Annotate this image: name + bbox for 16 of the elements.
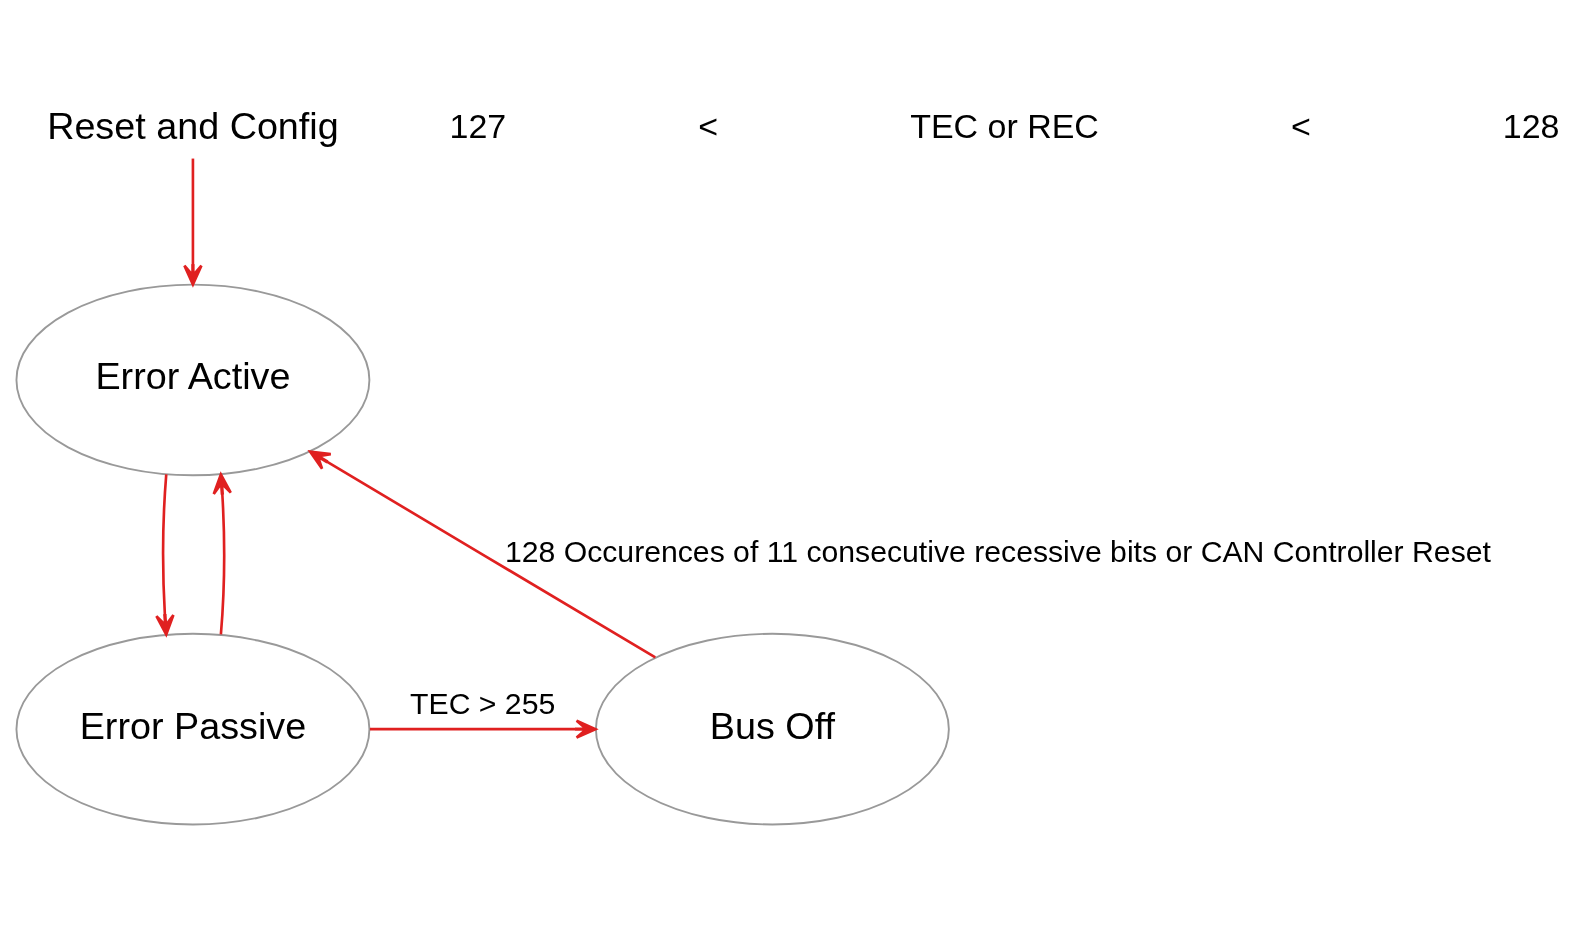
edge-label: 128 Occurences of 11 consecutive recessive bits or CAN Controller Reset xyxy=(504,534,1491,568)
arrow xyxy=(183,158,203,286)
node-text: Reset and Config xyxy=(47,105,339,148)
arrow xyxy=(212,473,233,635)
label: 127 xyxy=(449,107,507,146)
label: < xyxy=(698,107,719,146)
arrow xyxy=(369,719,597,739)
label: < xyxy=(1290,107,1311,146)
edge-label: TEC > 255 xyxy=(410,686,556,720)
label: TEC or REC xyxy=(910,107,1099,146)
node-ellipse: Bus Off xyxy=(594,632,950,826)
label: 128 xyxy=(1502,107,1560,146)
node-ellipse: Error Active xyxy=(15,283,371,477)
arrow xyxy=(308,450,656,659)
node-ellipse: Error Passive xyxy=(15,632,371,826)
arrow xyxy=(155,474,175,636)
